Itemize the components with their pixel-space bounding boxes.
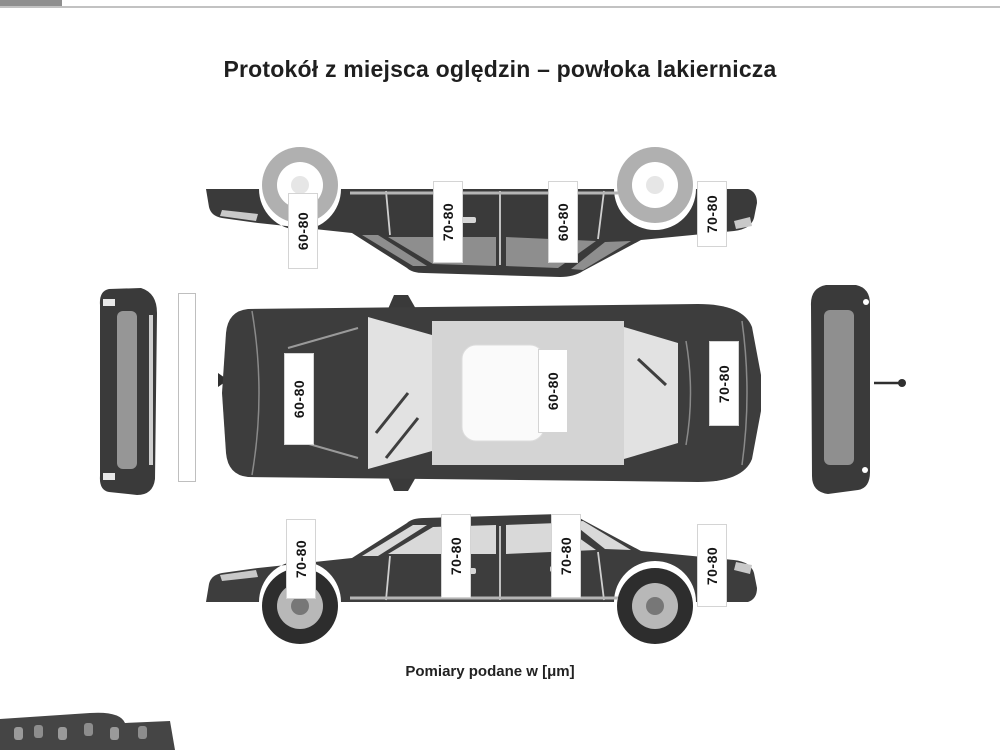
light-slot — [103, 299, 115, 306]
measurement-label-plan-2: 60-80 — [538, 349, 568, 433]
measurement-value: 70-80 — [448, 536, 464, 576]
watermark-artifact-svg — [0, 712, 175, 750]
measurement-value: 70-80 — [704, 546, 720, 585]
measurement-label-top-4: 70-80 — [697, 181, 727, 247]
reference-strip — [178, 293, 196, 482]
rear-window — [624, 327, 678, 459]
measurement-label-bottom-1: 70-80 — [286, 519, 316, 599]
right-mirror — [388, 477, 416, 491]
measurement-value: 70-80 — [716, 364, 732, 403]
car-end-view-left — [97, 283, 162, 498]
measurement-label-plan-3: 70-80 — [709, 341, 739, 426]
car-end-view-right-svg — [810, 285, 906, 494]
measurement-value: 70-80 — [293, 539, 309, 579]
measurement-value: 60-80 — [291, 379, 307, 419]
sunroof — [461, 344, 545, 442]
marker-dot — [863, 299, 869, 305]
measurement-label-bottom-4: 70-80 — [697, 524, 727, 607]
measurement-value: 60-80 — [545, 371, 561, 411]
windshield — [368, 317, 432, 469]
wiper — [384, 417, 420, 459]
measurement-value: 70-80 — [558, 536, 574, 576]
measurement-value: 70-80 — [704, 194, 720, 234]
measurement-value: 60-80 — [555, 202, 571, 242]
measurement-label-top-1: 60-80 — [288, 193, 318, 269]
measurement-value: 60-80 — [295, 211, 311, 251]
measurement-label-top-2: 70-80 — [433, 181, 463, 263]
measurement-label-bottom-2: 70-80 — [441, 514, 471, 598]
car-plan-view — [218, 293, 765, 493]
top-edge-line — [0, 6, 1000, 8]
measurement-value: 70-80 — [440, 202, 456, 242]
measurement-label-top-3: 60-80 — [548, 181, 578, 263]
car-end-view-right — [806, 280, 912, 500]
pointer-dot — [898, 379, 906, 387]
light-slot — [103, 473, 115, 480]
measurement-label-plan-1: 60-80 — [284, 353, 314, 445]
page-title: Protokół z miejsca oględzin – powłoka la… — [223, 56, 777, 82]
car-plan-view-svg — [218, 295, 761, 491]
left-mirror — [388, 295, 416, 309]
measurement-label-bottom-3: 70-80 — [551, 514, 581, 598]
watermark-artifact — [0, 703, 175, 750]
top-edge-corner-strip — [0, 0, 62, 8]
units-note: Pomiary podane w [μm] — [405, 663, 575, 680]
car-end-view-left-svg — [99, 288, 157, 495]
marker-dot — [862, 467, 868, 473]
wiper — [374, 392, 410, 434]
